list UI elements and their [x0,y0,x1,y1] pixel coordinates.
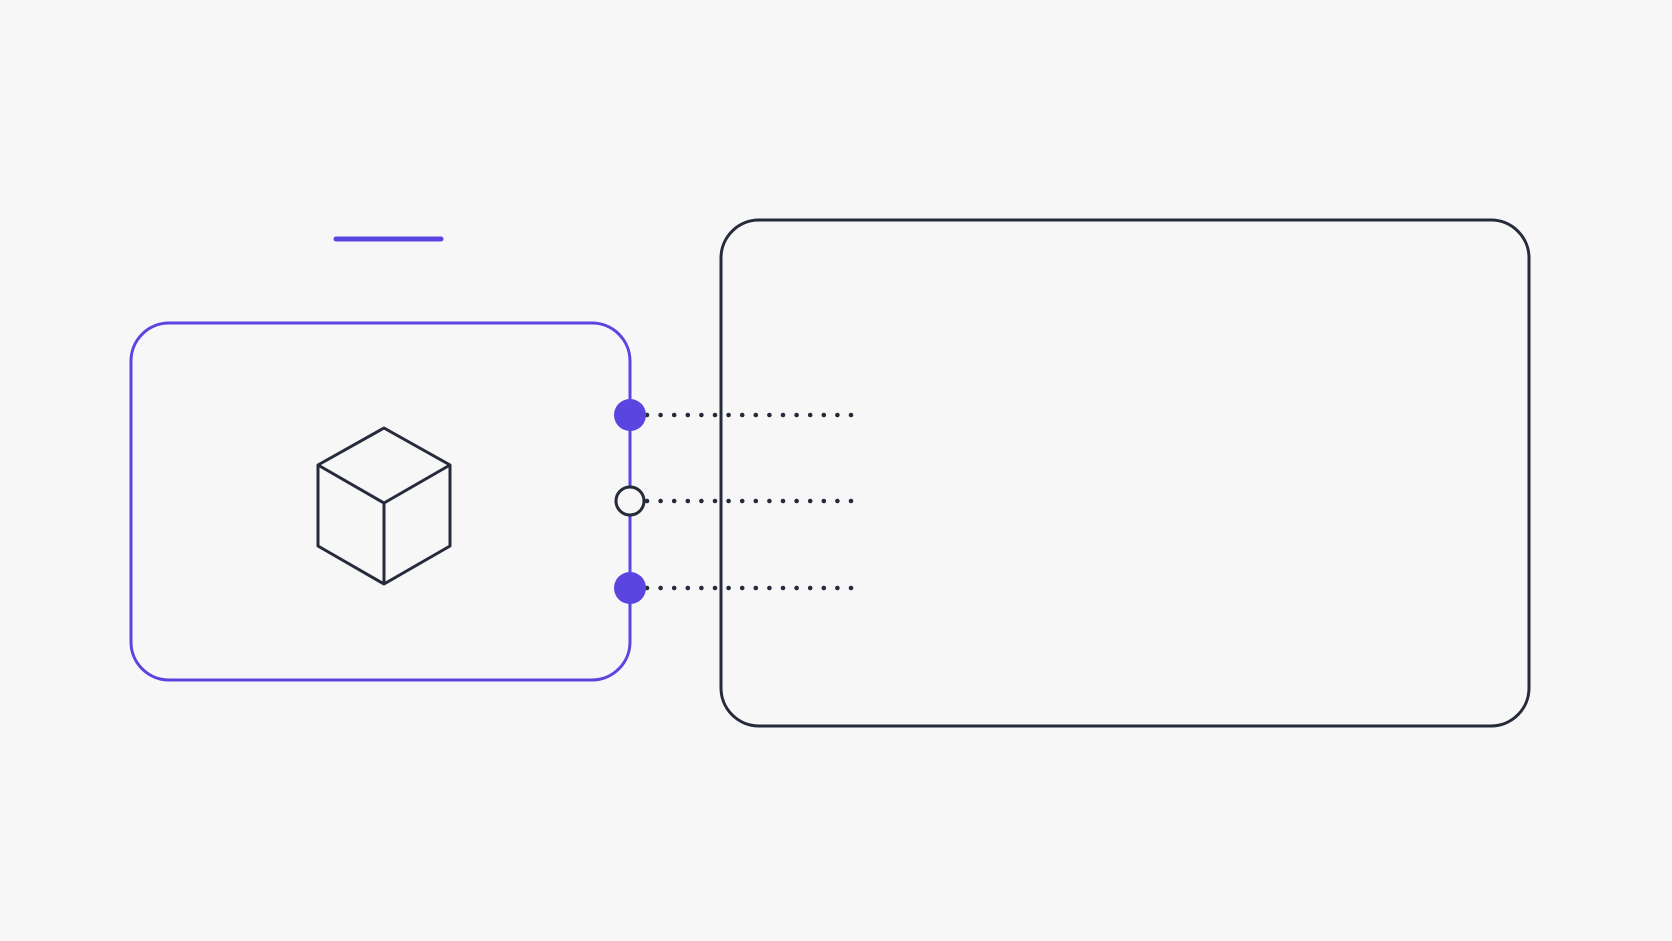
connector-dot [712,412,718,418]
connector-dot [821,585,827,591]
connector-dot [835,585,840,591]
connector-dot [753,585,759,591]
connector-dot [739,498,745,504]
connector-dot [767,498,772,504]
port-empty-2[interactable] [614,485,646,517]
connector-dot [685,412,691,418]
port-filled-3[interactable] [614,572,646,604]
connector-dot [753,412,759,418]
connector-dot [780,412,786,418]
connector-dot [699,498,704,504]
connector-dot [699,412,704,418]
connector-dot [821,498,827,504]
connector-dot [835,412,840,418]
connector-dot [712,585,718,591]
connector-group [644,412,854,591]
connector-dot [658,412,663,418]
connector-dot [780,498,786,504]
connector-dot [699,585,704,591]
connector-dot [658,498,663,504]
connector-dot [848,585,854,591]
target-node-box[interactable] [719,218,1531,728]
cube-icon [316,426,452,586]
connector-dot [780,585,786,591]
connector-dot [848,498,854,504]
connector-dot [739,412,745,418]
connector-dot [644,498,650,504]
connector-dot [726,412,731,418]
connector-dot [835,498,840,504]
connector-dot [753,498,759,504]
connector-dot [767,412,772,418]
connector-dot [807,498,813,504]
connector-dot [821,412,827,418]
connector-dot [739,585,745,591]
connector-dot [685,498,691,504]
connector-dot [712,498,718,504]
connector-dot [685,585,691,591]
connector-dot [794,498,799,504]
connector-dot [726,498,731,504]
connector-dot [848,412,854,418]
connector-dot [726,585,731,591]
connector-dot [794,412,799,418]
connector-dot [671,498,677,504]
port-group [614,399,646,604]
port-filled-1[interactable] [614,399,646,431]
connector-dot [658,585,663,591]
connector-dot [807,412,813,418]
connector-dot [671,585,677,591]
connector-dot [807,585,813,591]
connector-dot [767,585,772,591]
connector-dot [794,585,799,591]
connector-dot [671,412,677,418]
